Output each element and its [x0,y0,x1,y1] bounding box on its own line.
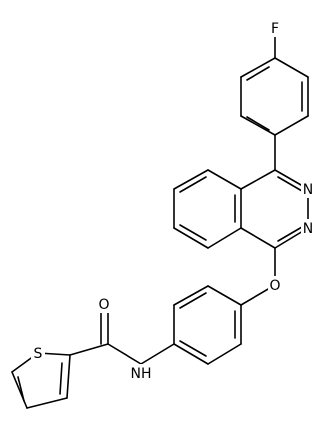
ether-oxygen-bg [268,276,282,294]
atom-labels: F N N O O NH S [31,18,315,382]
bond [207,169,242,190]
bond [240,169,276,190]
fluorine-label-bg [268,18,282,37]
bond [179,224,207,241]
bond [17,376,25,402]
bond [179,340,207,357]
bond [11,371,28,409]
amide-nitrogen-label: NH [131,366,152,382]
phthalazine-n-upper-bg [301,180,315,198]
bond [179,176,207,193]
bond [69,343,109,356]
bond [173,227,209,249]
bond [140,343,175,365]
bond [66,354,71,399]
bond [274,115,309,136]
fluorine-label: F [271,21,279,37]
bond [173,285,209,306]
amide-nitrogen-bg [130,364,154,382]
bond [207,343,242,365]
phthalazine-n-lower-label: N [303,221,313,237]
thiophene-sulfur-bg [31,344,45,362]
phthalazine-n-upper-label: N [303,182,313,198]
carbonyl-oxygen-bg [97,295,111,313]
bonds [11,36,309,409]
bond [240,57,276,78]
bond [240,115,276,136]
bond [246,116,270,131]
bond [59,362,63,395]
bond [179,292,207,309]
bond [173,343,209,365]
bond [246,66,270,81]
phthalazine-n-lower-bg [301,219,315,237]
ether-oxygen-label: O [269,278,280,294]
bond [274,57,309,78]
bond [277,226,303,242]
bond [207,285,242,306]
bond [26,397,68,409]
bond [277,176,303,192]
bond [240,227,276,249]
bond [107,343,142,365]
bond [207,227,242,249]
bond [173,169,209,190]
thiophene-sulfur-label: S [34,346,43,362]
carbonyl-oxygen-label: O [98,297,109,313]
